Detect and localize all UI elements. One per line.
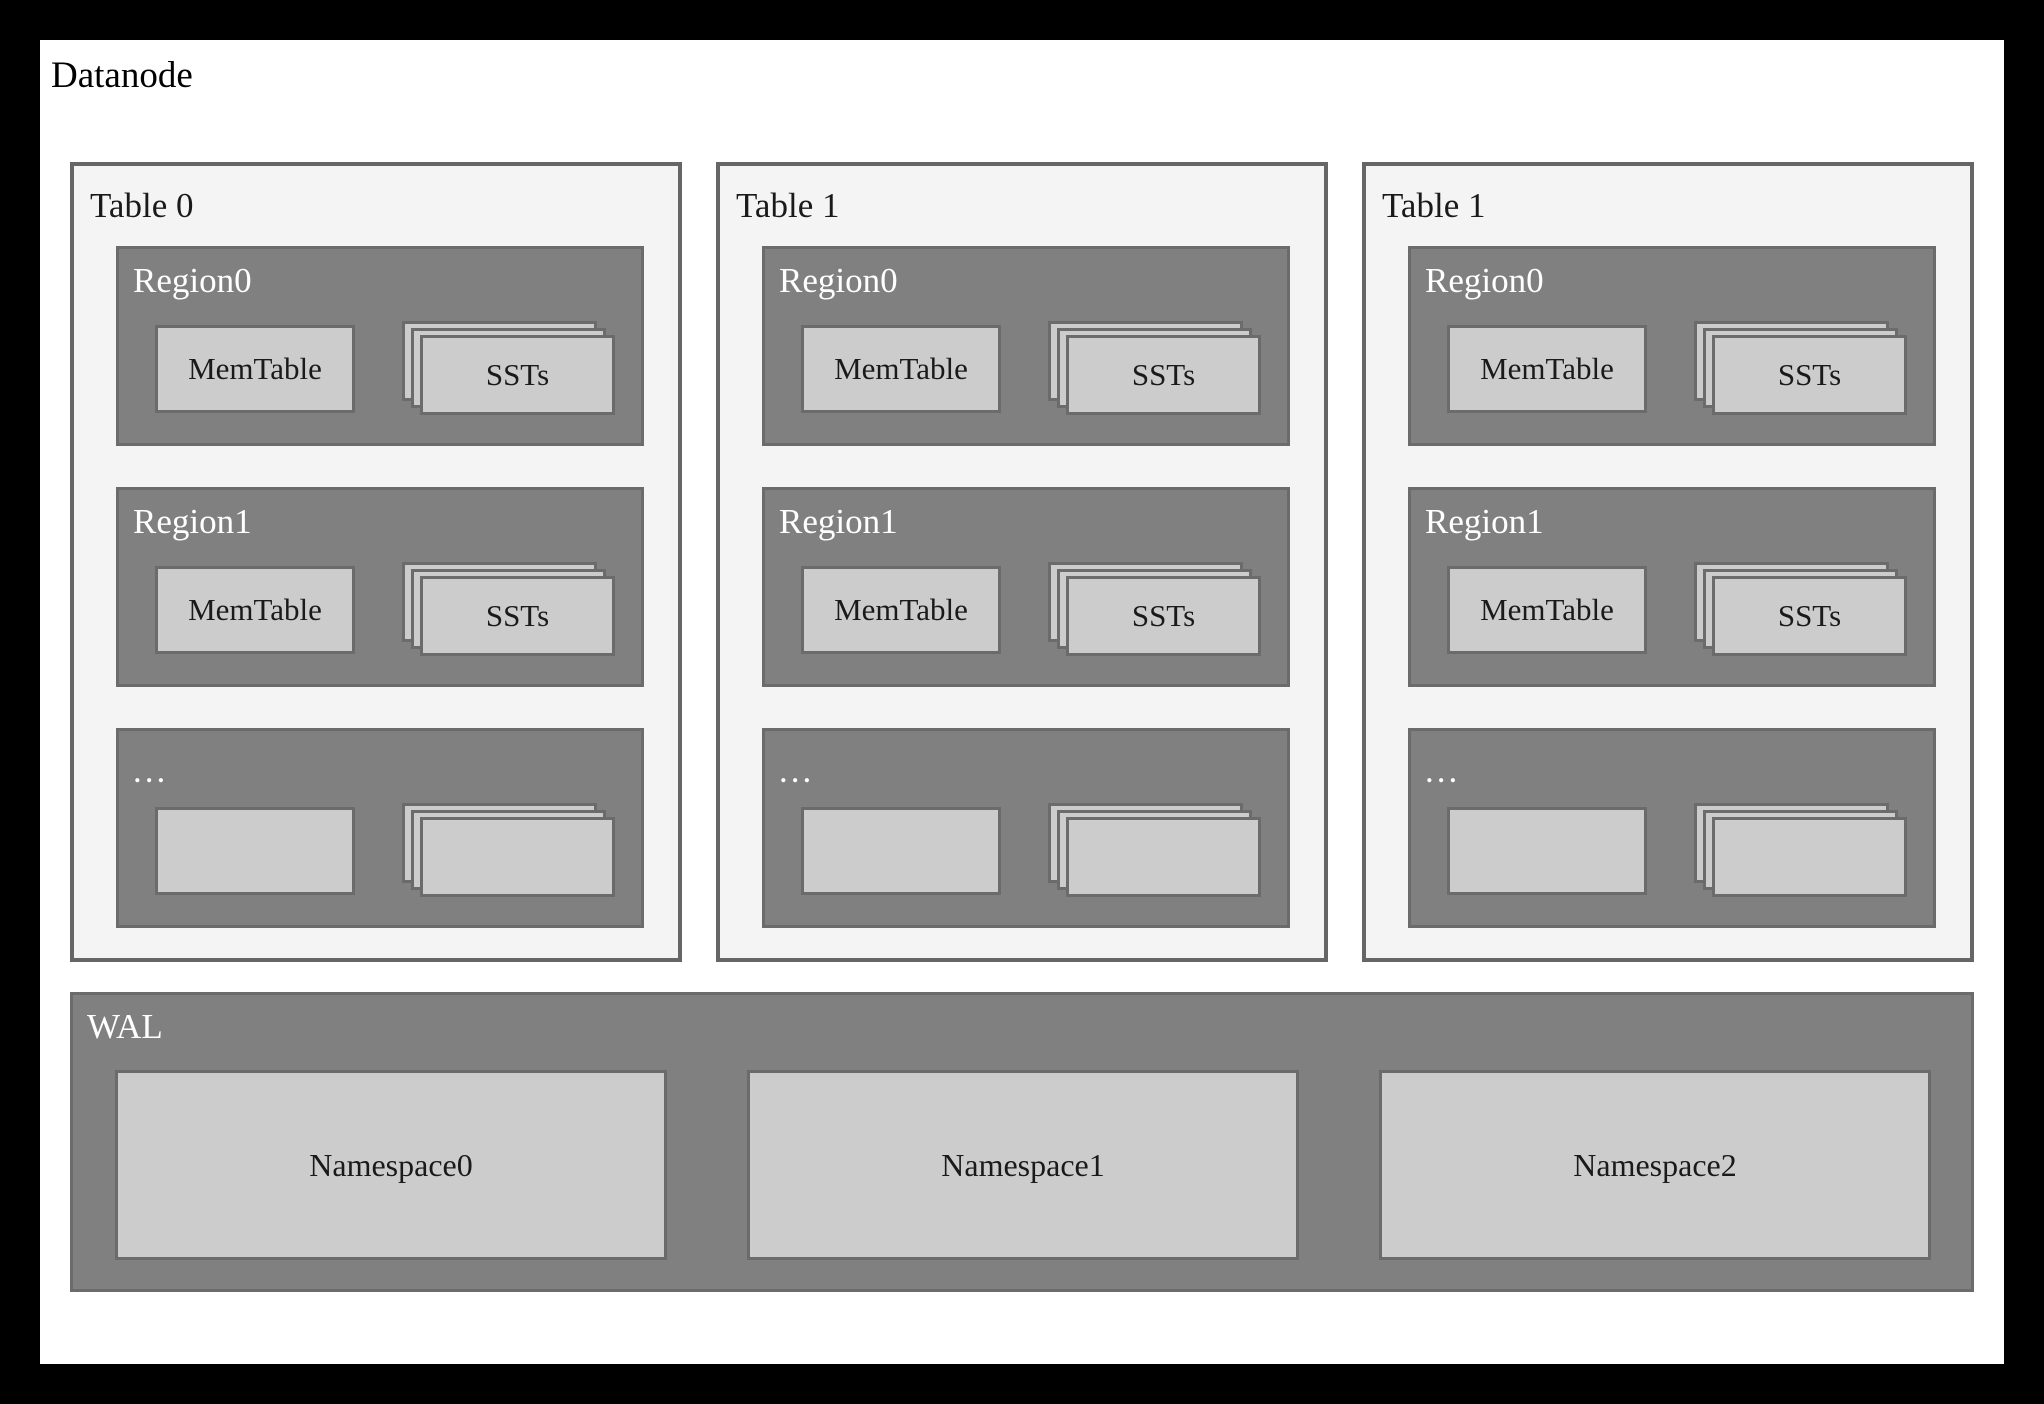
memtable-card[interactable]: MemTable bbox=[155, 325, 355, 413]
region-body: MemTable SSTs bbox=[1447, 321, 1909, 421]
sst-layer-front: SSTs bbox=[420, 335, 615, 415]
sst-stack-placeholder[interactable] bbox=[1048, 803, 1263, 903]
region-box[interactable]: Region1 MemTable SSTs bbox=[116, 487, 644, 687]
tables-row: Table 0 Region0 MemTable SSTs Region1 bbox=[70, 162, 1974, 962]
region-ellipsis-label: ... bbox=[1425, 751, 1461, 790]
table-panel-1[interactable]: Table 1 Region0 MemTable SSTs Region1 bbox=[716, 162, 1328, 962]
namespaces-row: Namespace0 Namespace1 Namespace2 bbox=[115, 1070, 1931, 1260]
datanode-panel: Datanode Table 0 Region0 MemTable SSTs bbox=[40, 40, 2004, 1364]
region-title: Region0 bbox=[1425, 261, 1544, 300]
region-body: MemTable SSTs bbox=[801, 321, 1263, 421]
memtable-card[interactable]: MemTable bbox=[1447, 325, 1647, 413]
table-title: Table 1 bbox=[1382, 186, 1486, 225]
region-body bbox=[1447, 803, 1909, 903]
namespace-card-0[interactable]: Namespace0 bbox=[115, 1070, 667, 1260]
region-box-ellipsis[interactable]: ... bbox=[1408, 728, 1936, 928]
sst-layer-front: SSTs bbox=[1066, 335, 1261, 415]
region-title: Region0 bbox=[133, 261, 252, 300]
table-title: Table 1 bbox=[736, 186, 840, 225]
sst-layer-front: SSTs bbox=[1712, 335, 1907, 415]
region-body bbox=[801, 803, 1263, 903]
region-box[interactable]: Region0 MemTable SSTs bbox=[762, 246, 1290, 446]
memtable-card-placeholder[interactable] bbox=[155, 807, 355, 895]
region-ellipsis-label: ... bbox=[779, 751, 815, 790]
datanode-title: Datanode bbox=[51, 55, 193, 96]
sst-layer-front: SSTs bbox=[420, 576, 615, 656]
memtable-card[interactable]: MemTable bbox=[801, 566, 1001, 654]
sst-layer-front bbox=[1712, 817, 1907, 897]
sst-stack[interactable]: SSTs bbox=[402, 562, 617, 662]
sst-stack[interactable]: SSTs bbox=[1048, 562, 1263, 662]
sst-layer-front bbox=[420, 817, 615, 897]
region-ellipsis-label: ... bbox=[133, 751, 169, 790]
region-body: MemTable SSTs bbox=[801, 562, 1263, 662]
namespace-card-2[interactable]: Namespace2 bbox=[1379, 1070, 1931, 1260]
region-title: Region1 bbox=[1425, 502, 1544, 541]
memtable-card[interactable]: MemTable bbox=[801, 325, 1001, 413]
namespace-card-1[interactable]: Namespace1 bbox=[747, 1070, 1299, 1260]
wal-title: WAL bbox=[87, 1007, 163, 1046]
region-body: MemTable SSTs bbox=[155, 321, 617, 421]
sst-stack-placeholder[interactable] bbox=[402, 803, 617, 903]
sst-layer-front: SSTs bbox=[1712, 576, 1907, 656]
regions-stack: Region0 MemTable SSTs Region1 MemTable bbox=[1408, 246, 1936, 928]
region-title: Region1 bbox=[779, 502, 898, 541]
region-box[interactable]: Region0 MemTable SSTs bbox=[1408, 246, 1936, 446]
sst-stack-placeholder[interactable] bbox=[1694, 803, 1909, 903]
region-body bbox=[155, 803, 617, 903]
sst-stack[interactable]: SSTs bbox=[1694, 321, 1909, 421]
table-title: Table 0 bbox=[90, 186, 194, 225]
region-title: Region0 bbox=[779, 261, 898, 300]
region-body: MemTable SSTs bbox=[155, 562, 617, 662]
sst-layer-front: SSTs bbox=[1066, 576, 1261, 656]
sst-stack[interactable]: SSTs bbox=[1048, 321, 1263, 421]
region-box[interactable]: Region1 MemTable SSTs bbox=[762, 487, 1290, 687]
region-box-ellipsis[interactable]: ... bbox=[762, 728, 1290, 928]
regions-stack: Region0 MemTable SSTs Region1 MemTable bbox=[762, 246, 1290, 928]
wal-panel[interactable]: WAL Namespace0 Namespace1 Namespace2 bbox=[70, 992, 1974, 1292]
memtable-card-placeholder[interactable] bbox=[1447, 807, 1647, 895]
region-title: Region1 bbox=[133, 502, 252, 541]
table-panel-2[interactable]: Table 1 Region0 MemTable SSTs Region1 bbox=[1362, 162, 1974, 962]
table-panel-0[interactable]: Table 0 Region0 MemTable SSTs Region1 bbox=[70, 162, 682, 962]
regions-stack: Region0 MemTable SSTs Region1 MemTable bbox=[116, 246, 644, 928]
sst-stack[interactable]: SSTs bbox=[402, 321, 617, 421]
region-box[interactable]: Region1 MemTable SSTs bbox=[1408, 487, 1936, 687]
sst-layer-front bbox=[1066, 817, 1261, 897]
sst-stack[interactable]: SSTs bbox=[1694, 562, 1909, 662]
region-box-ellipsis[interactable]: ... bbox=[116, 728, 644, 928]
memtable-card-placeholder[interactable] bbox=[801, 807, 1001, 895]
memtable-card[interactable]: MemTable bbox=[1447, 566, 1647, 654]
region-box[interactable]: Region0 MemTable SSTs bbox=[116, 246, 644, 446]
region-body: MemTable SSTs bbox=[1447, 562, 1909, 662]
memtable-card[interactable]: MemTable bbox=[155, 566, 355, 654]
